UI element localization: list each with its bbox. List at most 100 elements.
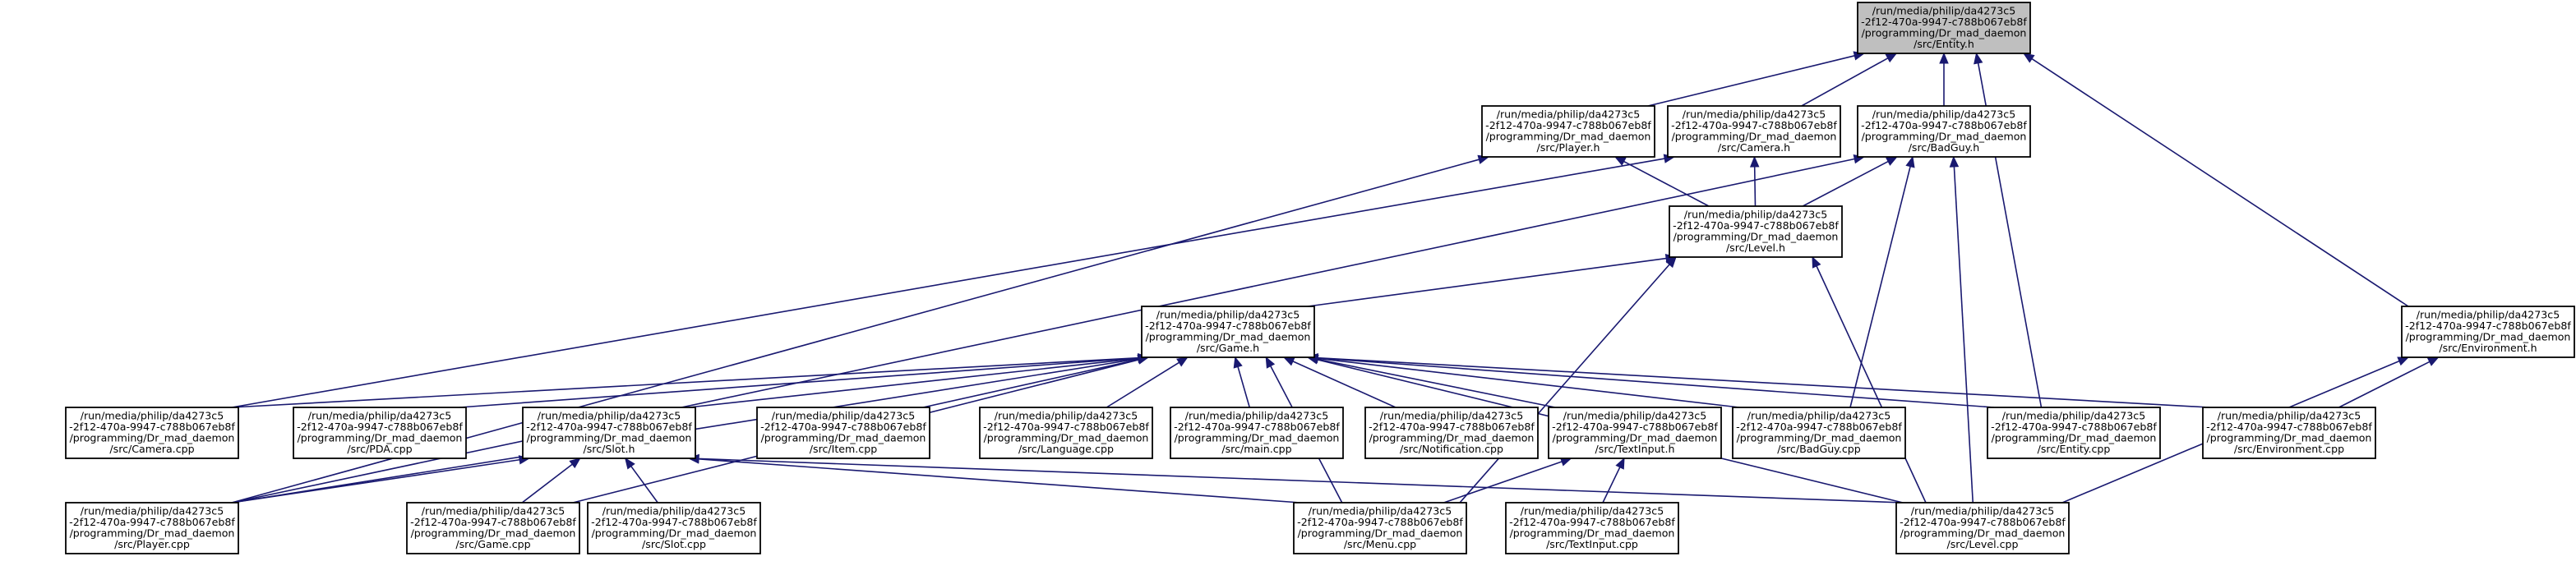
node-label-line: /src/Player.cpp xyxy=(114,538,190,550)
node-box xyxy=(587,502,761,554)
edge-line xyxy=(630,466,658,504)
node-label-line: /run/media/philip/da4273c5 xyxy=(602,505,746,517)
edge-line xyxy=(922,358,1139,408)
edge-arrowhead xyxy=(1939,52,1949,64)
node-label-line: -2f12-470a-9947-c788b067eb8f xyxy=(1736,421,1902,433)
node-label-line: /src/Level.h xyxy=(1726,241,1785,254)
node-label-line: /src/PDA.cpp xyxy=(347,443,412,455)
edge-arrowhead xyxy=(1613,156,1627,166)
edge-arrowhead xyxy=(569,458,581,469)
node-level-cpp[interactable]: /run/media/philip/da4273c5-2f12-470a-994… xyxy=(1895,502,2070,554)
node-player-cpp[interactable]: /run/media/philip/da4273c5-2f12-470a-994… xyxy=(65,502,239,554)
edge-line xyxy=(1623,160,1710,207)
edge-line xyxy=(698,458,1301,504)
node-label-line: /run/media/philip/da4273c5 xyxy=(1309,505,1452,517)
edge-arrowhead xyxy=(1176,356,1189,367)
node-label-line: /run/media/philip/da4273c5 xyxy=(1747,410,1891,422)
node-menu-cpp[interactable]: /run/media/philip/da4273c5-2f12-470a-994… xyxy=(1293,502,1467,554)
edge-line xyxy=(1317,356,2210,408)
node-language-cpp[interactable]: /run/media/philip/da4273c5-2f12-470a-994… xyxy=(979,407,1153,459)
node-label-line: -2f12-470a-9947-c788b067eb8f xyxy=(1297,516,1463,528)
node-label-line: /run/media/philip/da4273c5 xyxy=(1872,108,2016,121)
node-label-line: /src/Game.h xyxy=(1197,342,1259,354)
node-camera-cpp[interactable]: /run/media/philip/da4273c5-2f12-470a-994… xyxy=(65,407,239,459)
node-label-line: /programming/Dr_mad_daemon xyxy=(1672,131,1837,143)
node-box xyxy=(1895,502,2070,554)
node-label-line: /src/TextInput.h xyxy=(1595,443,1675,455)
node-label-line: /src/Menu.cpp xyxy=(1344,538,1416,550)
node-label-line: /run/media/philip/da4273c5 xyxy=(308,410,452,422)
edge-line xyxy=(2031,57,2409,307)
node-label-line: /src/Player.h xyxy=(1537,141,1600,154)
node-label-line: /run/media/philip/da4273c5 xyxy=(81,505,224,517)
node-slot-cpp[interactable]: /run/media/philip/da4273c5-2f12-470a-994… xyxy=(587,502,761,554)
node-label-line: /programming/Dr_mad_daemon xyxy=(411,527,576,540)
node-main-cpp[interactable]: /run/media/philip/da4273c5-2f12-470a-994… xyxy=(1170,407,1344,459)
node-textinput-h[interactable]: /run/media/philip/da4273c5-2f12-470a-994… xyxy=(1548,407,1722,459)
node-textinput-cpp[interactable]: /run/media/philip/da4273c5-2f12-470a-994… xyxy=(1505,502,1679,554)
edge-line xyxy=(1106,361,1180,408)
edge-level_h-to-badguy_h xyxy=(1802,156,1898,207)
node-box xyxy=(1548,407,1722,459)
edge-line xyxy=(688,357,1139,408)
node-label-line: /programming/Dr_mad_daemon xyxy=(70,527,235,540)
node-label-line: /src/Camera.cpp xyxy=(109,443,194,455)
node-label-line: /programming/Dr_mad_daemon xyxy=(1510,527,1675,540)
node-label-line: /src/Level.cpp xyxy=(1946,538,2018,550)
node-label-line: /run/media/philip/da4273c5 xyxy=(1497,108,1641,121)
edge-menu_cpp-to-level_h xyxy=(1459,256,1677,504)
node-label-line: /run/media/philip/da4273c5 xyxy=(1872,5,2016,17)
node-environment-cpp[interactable]: /run/media/philip/da4273c5-2f12-470a-994… xyxy=(2202,407,2376,459)
edge-player_h-to-entity_h xyxy=(1647,51,1866,107)
edge-badguy_h-to-entity_h xyxy=(1939,52,1949,106)
node-camera-h[interactable]: /run/media/philip/da4273c5-2f12-470a-994… xyxy=(1667,105,1841,158)
node-label-line: /src/Camera.h xyxy=(1718,141,1790,154)
edge-line xyxy=(1816,265,1927,504)
edge-arrowhead xyxy=(1885,53,1898,63)
edge-level_cpp-to-slot_h xyxy=(687,453,1904,504)
edge-level_cpp-to-badguy_h xyxy=(1949,155,1974,504)
edge-arrowhead xyxy=(1886,156,1898,166)
edge-line xyxy=(231,458,520,504)
edge-line xyxy=(1953,166,1974,504)
edge-line xyxy=(459,357,1139,408)
node-player-h[interactable]: /run/media/philip/da4273c5-2f12-470a-994… xyxy=(1481,105,1655,158)
node-game-cpp[interactable]: /run/media/philip/da4273c5-2f12-470a-994… xyxy=(406,502,580,554)
node-label-line: /programming/Dr_mad_daemon xyxy=(1175,432,1340,444)
node-badguy-cpp[interactable]: /run/media/philip/da4273c5-2f12-470a-994… xyxy=(1732,407,1906,459)
node-label-line: /programming/Dr_mad_daemon xyxy=(1298,527,1463,540)
node-label-line: /src/Slot.h xyxy=(584,443,635,455)
node-label-line: -2f12-470a-9947-c788b067eb8f xyxy=(526,421,692,433)
node-item-cpp[interactable]: /run/media/philip/da4273c5-2f12-470a-994… xyxy=(756,407,930,459)
edge-line xyxy=(1317,357,1740,408)
node-box xyxy=(1141,306,1315,358)
node-label-line: -2f12-470a-9947-c788b067eb8f xyxy=(1671,119,1837,131)
node-environment-h[interactable]: /run/media/philip/da4273c5-2f12-470a-994… xyxy=(2401,306,2575,358)
graph-edges xyxy=(231,51,2440,504)
node-label-line: /src/TextInput.cpp xyxy=(1546,538,1638,550)
node-label-line: /run/media/philip/da4273c5 xyxy=(1563,410,1707,422)
node-label-line: /src/Entity.cpp xyxy=(2038,443,2111,455)
edge-line xyxy=(1602,467,1621,504)
node-pda-cpp[interactable]: /run/media/philip/da4273c5-2f12-470a-994… xyxy=(293,407,467,459)
node-badguy-h[interactable]: /run/media/philip/da4273c5-2f12-470a-994… xyxy=(1857,105,2031,158)
node-label-line: -2f12-470a-9947-c788b067eb8f xyxy=(1673,219,1839,232)
node-label-line: /src/Environment.h xyxy=(2439,342,2537,354)
edge-line xyxy=(1237,366,1251,408)
node-notification-cpp[interactable]: /run/media/philip/da4273c5-2f12-470a-994… xyxy=(1364,407,1539,459)
node-game-h[interactable]: /run/media/philip/da4273c5-2f12-470a-994… xyxy=(1141,306,1315,358)
node-label-line: -2f12-470a-9947-c788b067eb8f xyxy=(410,516,576,528)
node-label-line: /run/media/philip/da4273c5 xyxy=(2417,309,2560,321)
node-slot-h[interactable]: /run/media/philip/da4273c5-2f12-470a-994… xyxy=(522,407,696,459)
node-label-line: /run/media/philip/da4273c5 xyxy=(995,410,1138,422)
edge-arrowhead xyxy=(1282,356,1295,366)
node-label-line: /run/media/philip/da4273c5 xyxy=(422,505,566,517)
node-entity-cpp[interactable]: /run/media/philip/da4273c5-2f12-470a-994… xyxy=(1987,407,2161,459)
node-label-line: -2f12-470a-9947-c788b067eb8f xyxy=(1509,516,1675,528)
node-level-h[interactable]: /run/media/philip/da4273c5-2f12-470a-994… xyxy=(1669,205,1843,258)
edge-line xyxy=(2338,361,2431,408)
node-label-line: /run/media/philip/da4273c5 xyxy=(1521,505,1664,517)
edge-line xyxy=(231,158,1855,504)
node-entity-h[interactable]: /run/media/philip/da4273c5-2f12-470a-994… xyxy=(1857,2,2031,54)
edge-environment_h-to-entity_h xyxy=(2022,53,2409,307)
